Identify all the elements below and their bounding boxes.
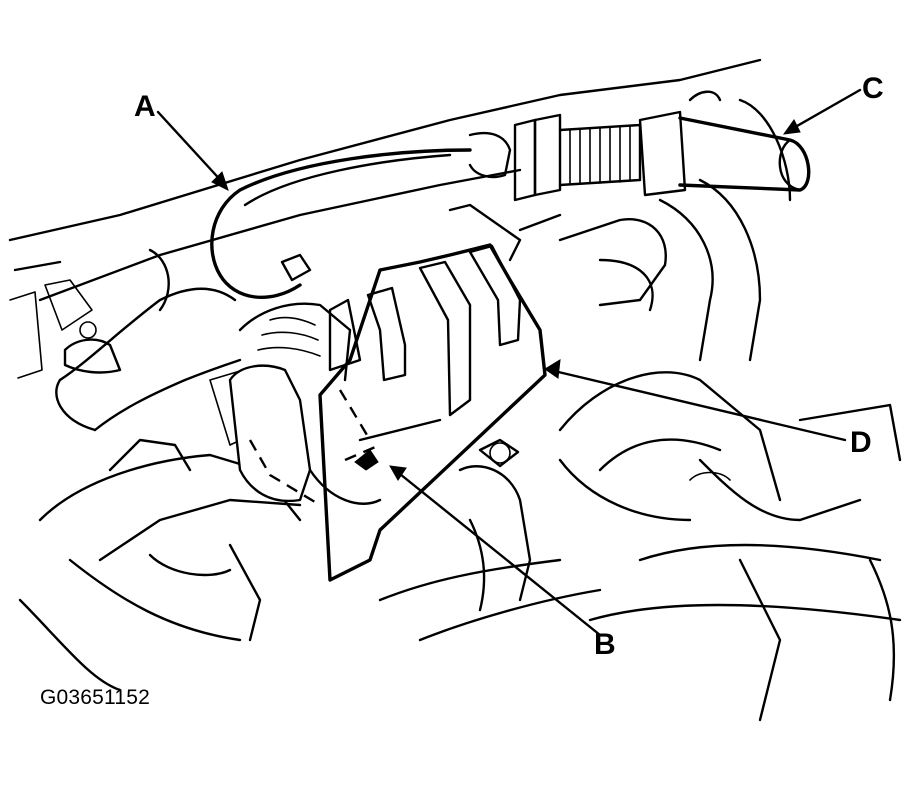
lower-right-hose [378,438,602,642]
lower-left-engine-parts [18,367,302,692]
callout-c-label: C [862,72,884,105]
sensor-wire [210,148,472,299]
right-engine-parts [558,371,902,722]
callout-d-label: D [850,426,872,459]
leader-lines [156,88,862,637]
callout-a-label: A [134,90,156,123]
callout-b-label: B [594,628,616,661]
left-coolant-hose [9,287,242,432]
figure-id: G03651152 [40,686,151,709]
fastener-b [354,418,442,471]
oxygen-sensor [468,90,811,202]
hidden-lines [248,389,381,507]
center-elbow-pipe [228,302,382,505]
heat-shield [318,243,547,582]
intake-manifold-outline [8,58,762,331]
